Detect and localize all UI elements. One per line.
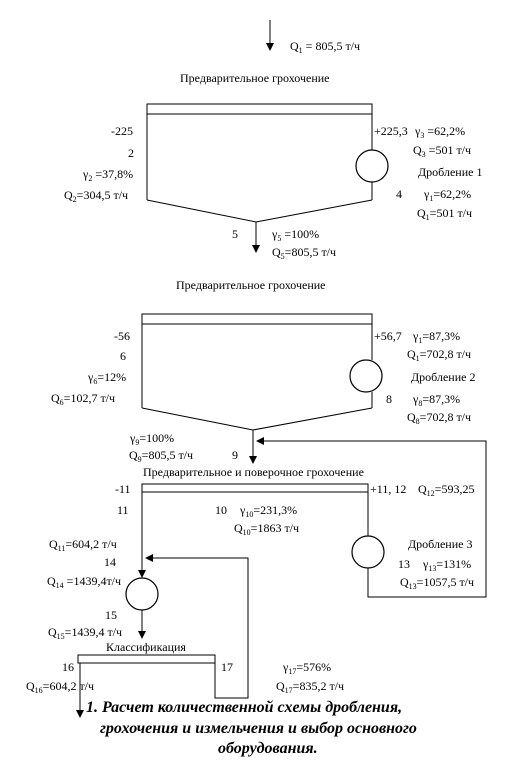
node-13-label: 13 [398,557,410,571]
node-17-label: 17 [221,660,233,674]
crusher-3-icon [351,535,385,569]
q-10-label: Q10=1863 т/ч [234,521,299,537]
node-4-label: 4 [396,187,402,201]
stage2-minus-size: -56 [114,329,130,343]
classifier [77,654,216,664]
node-8-label: 8 [386,392,392,406]
gamma-10-label: γ10=231,3% [239,503,297,519]
gamma-5-label: γ5 =100% [271,227,319,243]
gamma-13-label: γ13=131% [422,557,471,573]
q-8-label: Q8=702,8 т/ч [407,410,471,426]
q-16-label: Q16=604,2 т/ч [26,679,94,695]
node-16-label: 16 [62,660,74,674]
node-14-label: 14 [104,555,116,569]
gamma-17-label: γ17=576% [282,660,331,676]
q-11-label: Q11=604,2 т/ч [49,537,117,553]
q-15-label: Q15=1439,4 т/ч [48,625,122,641]
node-10-label: 10 [215,503,227,517]
crusher-1-label: Дробление 1 [418,165,482,179]
mill-icon [125,577,159,611]
gamma-9-label: γ9=100% [129,431,174,447]
stage1-minus-size: -225 [111,124,133,138]
gamma-1-stage2-label: γ1=87,3% [412,329,460,345]
crusher-1-icon [355,149,389,183]
node-2-label: 2 [128,146,134,160]
node-11-label: 11 [117,503,129,517]
q-6-label: Q6=102,7 т/ч [51,391,115,407]
screen-3 [141,483,369,493]
stage2-title: Предварительное грохочение [176,278,326,292]
gamma-3-label: γ3 =62,2% [414,124,465,140]
stage2-plus-size: +56,7 [374,329,402,343]
node-5-label: 5 [232,227,238,241]
node-9-label: 9 [232,448,238,462]
gamma-2-label: γ2 =37,8% [82,167,133,183]
hopper-1-left [146,199,257,223]
gamma-6-label: γ6=12% [87,370,126,386]
q-14-label: Q14 =1439,4т/ч [47,574,121,590]
node-6-label: 6 [120,349,126,363]
crusher-3-label: Дробление 3 [408,537,472,551]
stage3-plus-size: +11, 12 [370,482,406,496]
screen-1 [146,103,373,115]
hopper-2-left [141,407,254,431]
q-1-stage2-label: Q1=702,8 т/ч [407,347,471,363]
classify-title: Классификация [106,640,186,654]
stage1-plus-size: +225,3 [374,124,408,138]
sands-17-line [145,554,249,699]
crusher-2-icon [349,359,383,393]
q-2-label: Q2=304,5 т/ч [64,188,128,204]
q-12-label: Q12=593,25 [418,482,474,498]
gamma-1-label: γ1=62,2% [423,187,471,203]
gamma-8-label: γ8=87,3% [412,392,460,408]
screen-2 [141,313,373,325]
q-5-label: Q5=805,5 т/ч [272,245,336,261]
q-13-label: Q13=1057,5 т/ч [400,575,474,591]
q-9-label: Q9=805,5 т/ч [129,448,193,464]
hopper-2-right [252,407,373,431]
stage3-minus-size: -11 [115,482,131,496]
feed-q1-label: Q1 = 805,5 т/ч [290,39,360,55]
hopper-1-right [255,199,373,223]
q-3-label: Q3 =501 т/ч [413,143,471,159]
stage1-title: Предварительное грохочение [180,71,330,85]
node-15-label: 15 [105,608,117,622]
caption-line-2: грохочения и измельчения и выбор основно… [100,720,417,737]
crusher-2-label: Дробление 2 [411,370,475,384]
q-17-label: Q17=835,2 т/ч [276,679,344,695]
recycle-13-line [256,437,487,598]
caption-line-3: оборудования. [218,740,318,757]
q-1-recycle-label: Q1=501 т/ч [417,206,472,222]
stage3-title: Предварительное и поверочное грохочение [143,465,364,479]
caption-line-1: 1. Расчет количественной схемы дробления… [86,699,402,716]
